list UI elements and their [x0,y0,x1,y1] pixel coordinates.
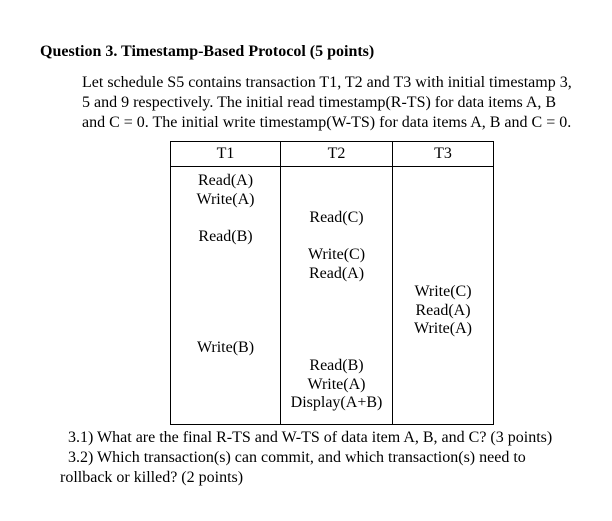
op-cell-t1 [170,246,281,265]
op-cell-t2 [280,227,393,246]
intro-paragraph: Let schedule S5 contains transaction T1,… [82,73,572,133]
schedule-row: Read(B) [170,357,494,376]
op-cell-t1 [170,264,281,283]
question-3-1: 3.1) What are the final R-TS and W-TS of… [68,429,553,446]
schedule-row: Write(C) [170,246,494,265]
schedule-row: Display(A+B) [170,394,494,424]
op-cell-t2 [280,283,393,302]
op-cell-t1 [170,357,281,376]
question-3-2: 3.2) Which transaction(s) can commit, an… [68,449,526,466]
op-cell-t1: Read(A) [170,166,281,191]
op-cell-t1 [170,375,281,394]
op-cell-t3 [392,394,494,424]
schedule-row: Write(C) [170,283,494,302]
op-cell-t1 [170,320,281,339]
schedule-row: Read(A) [170,264,494,283]
op-cell-t2: Read(B) [280,357,393,376]
op-cell-t3 [392,227,494,246]
op-cell-t2: Write(A) [280,375,393,394]
op-cell-t2: Read(A) [280,264,393,283]
op-cell-t3 [392,264,494,283]
op-cell-t2 [280,190,393,209]
op-cell-t2 [280,166,393,191]
op-cell-t1: Write(B) [170,338,281,357]
op-cell-t3 [392,190,494,209]
schedule-row: Write(B) [170,338,494,357]
op-cell-t3 [392,209,494,228]
op-cell-t2: Read(C) [280,209,393,228]
schedule-row: Read(C) [170,209,494,228]
question-title: Question 3. Timestamp-Based Protocol (5 … [40,43,375,60]
schedule-row: Write(A) [170,190,494,209]
op-cell-t3 [392,338,494,357]
schedule-table: T1 T2 T3 Read(A) Write(A) Read(C) [170,141,494,425]
op-cell-t2: Write(C) [280,246,393,265]
op-cell-t3 [392,357,494,376]
schedule-row: Read(A) [170,166,494,191]
column-header-t2: T2 [280,141,393,167]
intro-line: and C = 0. The initial write timestamp(W… [82,114,572,131]
schedule-header-row: T1 T2 T3 [170,141,494,167]
op-cell-t1 [170,394,281,424]
sub-questions: 3.1) What are the final R-TS and W-TS of… [60,428,552,488]
schedule-row: Write(A) [170,375,494,394]
op-cell-t2 [280,338,393,357]
op-cell-t2: Display(A+B) [280,394,393,424]
question-3-2-continued: rollback or killed? (2 points) [60,469,244,486]
intro-line: 5 and 9 respectively. The initial read t… [82,94,557,111]
schedule-row: Read(B) [170,227,494,246]
op-cell-t1 [170,283,281,302]
schedule-row: Read(A) [170,301,494,320]
intro-line: Let schedule S5 contains transaction T1,… [82,74,572,91]
op-cell-t3 [392,375,494,394]
op-cell-t3: Write(A) [392,320,494,339]
op-cell-t3: Read(A) [392,301,494,320]
column-header-t3: T3 [392,141,494,167]
op-cell-t3: Write(C) [392,283,494,302]
op-cell-t3 [392,166,494,191]
op-cell-t1 [170,209,281,228]
op-cell-t3 [392,246,494,265]
op-cell-t1: Write(A) [170,190,281,209]
schedule-row: Write(A) [170,320,494,339]
column-header-t1: T1 [170,141,281,167]
op-cell-t2 [280,301,393,320]
op-cell-t2 [280,320,393,339]
op-cell-t1: Read(B) [170,227,281,246]
op-cell-t1 [170,301,281,320]
